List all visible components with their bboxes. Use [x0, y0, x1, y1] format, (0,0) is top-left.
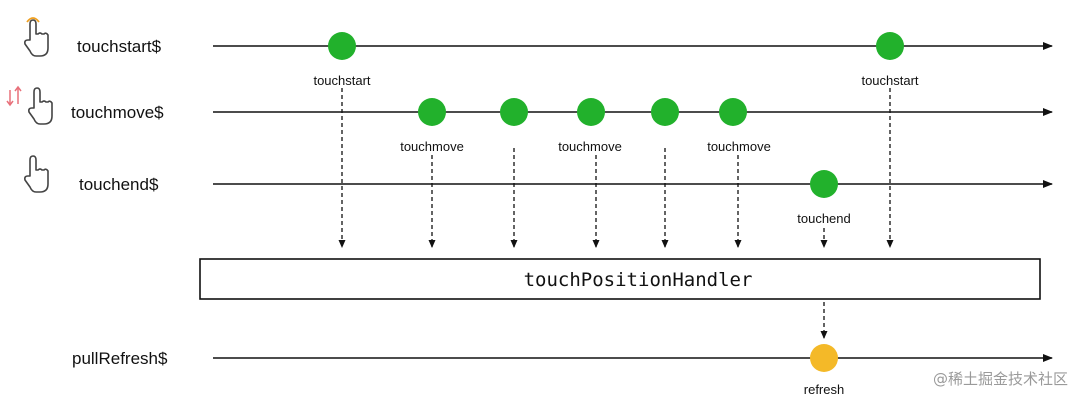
- stream-label-touchmove: touchmove$: [71, 103, 164, 122]
- marble-touchmove-1: [418, 98, 446, 126]
- stream-label-pullrefresh: pullRefresh$: [72, 349, 168, 368]
- dashed-connectors: [338, 88, 894, 339]
- hand-swipe-icon: [6, 85, 53, 125]
- marble-touchmove-2: [500, 98, 528, 126]
- marble-touchmove-5: [719, 98, 747, 126]
- operator-box: [199, 258, 1041, 300]
- marble-touchstart-1: [328, 32, 356, 60]
- event-label-touchstart-2: touchstart: [861, 73, 918, 88]
- stream-label-touchstart: touchstart$: [77, 37, 162, 56]
- stream-label-touchend: touchend$: [79, 175, 159, 194]
- marble-touchend-1: [810, 170, 838, 198]
- watermark: @稀土掘金技术社区: [933, 370, 1068, 388]
- marble-refresh-1: [810, 344, 838, 372]
- event-label-refresh-1: refresh: [804, 382, 844, 397]
- event-label-touchstart-1: touchstart: [313, 73, 370, 88]
- hand-release-icon: [24, 155, 49, 193]
- marble-touchmove-3: [577, 98, 605, 126]
- marble-touchmove-4: [651, 98, 679, 126]
- marble-touchstart-2: [876, 32, 904, 60]
- event-label-touchend-1: touchend: [797, 211, 851, 226]
- event-label-touchmove-5: touchmove: [707, 139, 771, 154]
- operator-label: touchPositionHandler: [524, 269, 753, 291]
- event-label-touchmove-1: touchmove: [400, 139, 464, 154]
- event-label-touchmove-3: touchmove: [558, 139, 622, 154]
- hand-tap-icon: [24, 17, 49, 57]
